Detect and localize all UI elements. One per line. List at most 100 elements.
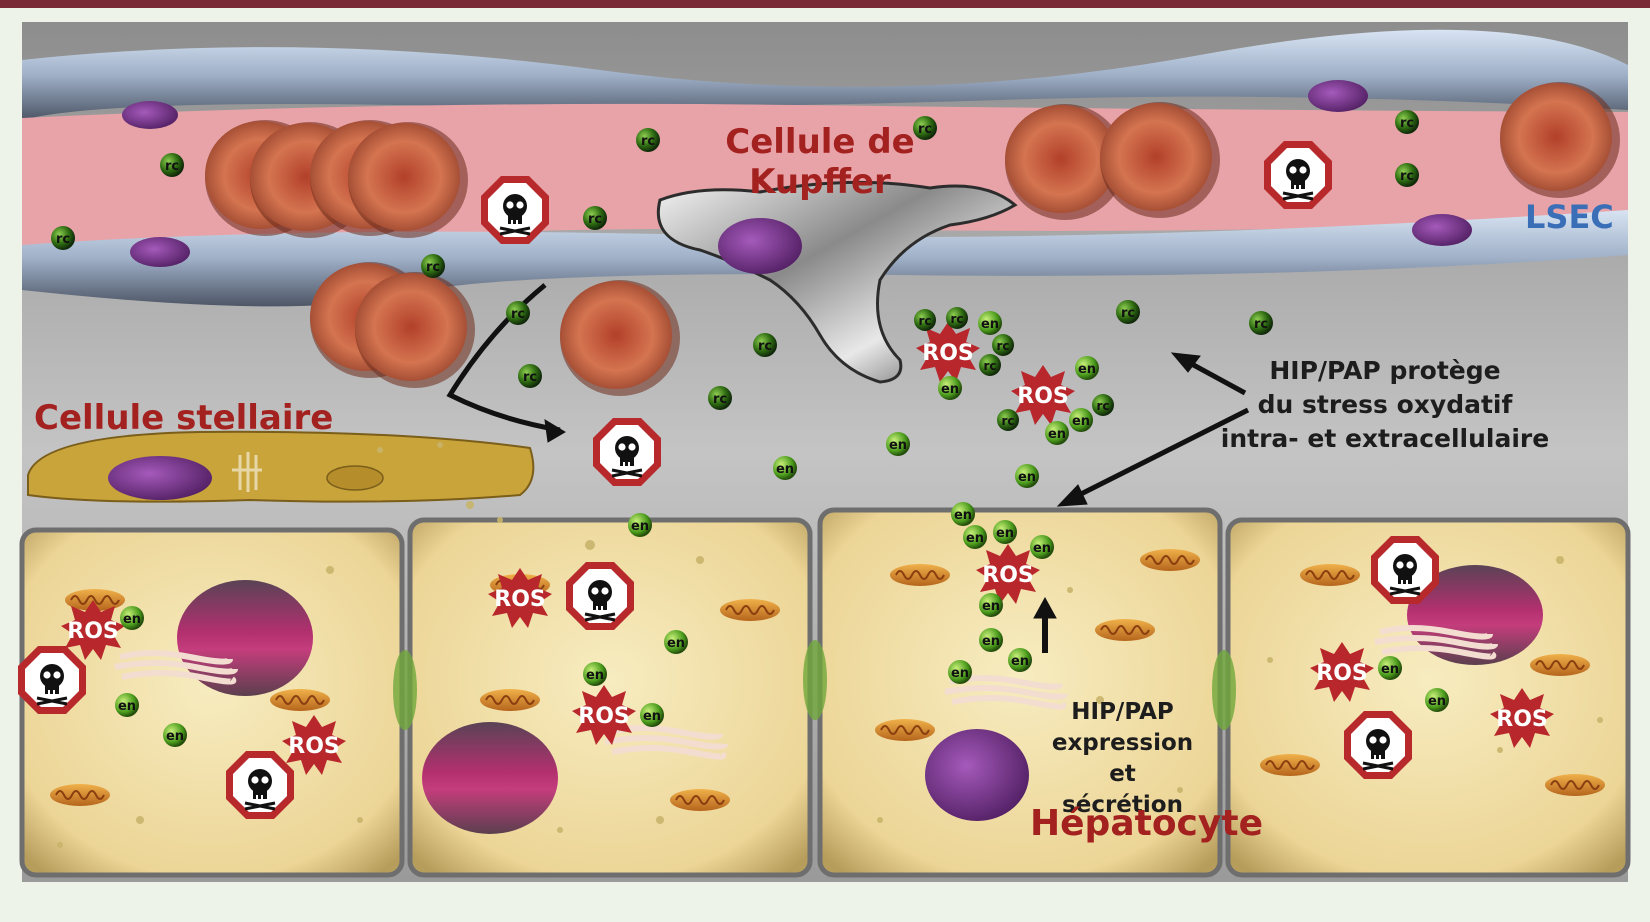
svg-text:en: en xyxy=(118,699,136,714)
en-bead: en xyxy=(978,311,1002,335)
en-bead: en xyxy=(886,432,910,456)
svg-text:rc: rc xyxy=(523,370,537,385)
svg-text:en: en xyxy=(643,709,661,724)
svg-text:ROS: ROS xyxy=(288,734,340,759)
lsec-nucleus xyxy=(1412,214,1472,246)
svg-text:rc: rc xyxy=(588,212,602,227)
ros-bursts: ROS ROS ROS ROS ROS ROS ROS ROS ROS xyxy=(61,322,1554,775)
hepatocyte-label: Hépatocyte xyxy=(1030,803,1263,844)
rc-bead: rc xyxy=(997,409,1019,431)
stellate-cell-label: Cellule stellaire xyxy=(34,398,334,438)
svg-text:en: en xyxy=(982,634,1000,649)
svg-text:en: en xyxy=(586,668,604,683)
svg-text:rc: rc xyxy=(918,122,932,137)
ros-burst: ROS xyxy=(916,322,980,382)
svg-text:en: en xyxy=(1078,362,1096,377)
rc-bead: rc xyxy=(518,364,542,388)
svg-text:en: en xyxy=(1048,427,1066,442)
lsec-label: LSEC xyxy=(1525,198,1614,236)
svg-text:en: en xyxy=(981,317,999,332)
svg-text:en: en xyxy=(982,599,1000,614)
svg-text:en: en xyxy=(954,508,972,523)
svg-text:rc: rc xyxy=(511,307,525,322)
svg-text:rc: rc xyxy=(758,339,772,354)
svg-text:rc: rc xyxy=(1400,116,1414,131)
en-bead: en xyxy=(1075,356,1099,380)
en-bead: en xyxy=(773,456,797,480)
rc-bead: rc xyxy=(708,386,732,410)
svg-text:en: en xyxy=(166,729,184,744)
svg-text:ROS: ROS xyxy=(922,341,974,366)
rc-bead: rc xyxy=(160,153,184,177)
kupffer-cell xyxy=(656,180,1018,384)
ros-burst: ROS xyxy=(1310,642,1374,702)
svg-text:rc: rc xyxy=(713,392,727,407)
rc-beads: rc rc rc rc rc rc rc rc rc rc rc rc rc r… xyxy=(51,110,1419,431)
en-bead: en xyxy=(948,660,972,684)
svg-text:rc: rc xyxy=(1254,317,1268,332)
en-bead: en xyxy=(951,502,975,526)
ros-burst: ROS xyxy=(1490,688,1554,748)
rc-bead: rc xyxy=(421,254,445,278)
ros-burst: ROS xyxy=(282,715,346,775)
bile-canaliculi xyxy=(393,640,1236,730)
en-bead: en xyxy=(640,703,664,727)
en-bead: en xyxy=(1008,648,1032,672)
rc-bead: rc xyxy=(636,128,660,152)
svg-text:en: en xyxy=(1428,694,1446,709)
rc-bead: rc xyxy=(506,301,530,325)
svg-text:rc: rc xyxy=(1001,414,1014,428)
rc-bead: rc xyxy=(979,354,1001,376)
en-bead: en xyxy=(979,628,1003,652)
rc-bead: rc xyxy=(1116,300,1140,324)
vesicles xyxy=(57,442,1603,848)
hip-pap-expression-label: HIP/PAP expression et sécrétion xyxy=(1051,699,1194,818)
en-bead: en xyxy=(120,606,144,630)
svg-text:ROS: ROS xyxy=(1316,661,1368,686)
stellate-cell xyxy=(27,430,535,503)
arrows xyxy=(446,283,1250,653)
ros-burst: ROS xyxy=(976,544,1040,604)
en-bead: en xyxy=(1069,408,1093,432)
rc-bead: rc xyxy=(1092,394,1114,416)
rc-bead: rc xyxy=(914,309,936,331)
svg-text:ROS: ROS xyxy=(982,563,1034,588)
en-bead: en xyxy=(628,513,652,537)
svg-text:rc: rc xyxy=(996,339,1009,353)
en-bead: en xyxy=(993,520,1017,544)
ros-burst: ROS xyxy=(488,568,552,628)
svg-text:en: en xyxy=(1018,470,1036,485)
rc-bead: rc xyxy=(913,116,937,140)
ros-burst: ROS xyxy=(572,685,636,745)
svg-text:ROS: ROS xyxy=(578,704,630,729)
en-bead: en xyxy=(938,376,962,400)
svg-text:en: en xyxy=(966,531,984,546)
svg-text:rc: rc xyxy=(56,232,70,247)
svg-text:en: en xyxy=(667,636,685,651)
en-bead: en xyxy=(163,723,187,747)
svg-text:ROS: ROS xyxy=(1017,384,1069,409)
svg-text:rc: rc xyxy=(641,134,655,149)
ros-burst: ROS xyxy=(61,600,125,660)
en-beads: en en en en en en en en en en en en en e… xyxy=(115,311,1449,747)
rc-bead: rc xyxy=(583,206,607,230)
kupffer-cell-label: Cellule de Kupffer xyxy=(725,122,915,202)
svg-text:en: en xyxy=(996,526,1014,541)
svg-text:en: en xyxy=(776,462,794,477)
svg-text:rc: rc xyxy=(426,260,440,275)
en-bead: en xyxy=(979,593,1003,617)
rc-bead: rc xyxy=(51,226,75,250)
ros-burst: ROS xyxy=(1011,365,1075,425)
en-bead: en xyxy=(963,525,987,549)
svg-text:en: en xyxy=(1033,541,1051,556)
svg-text:rc: rc xyxy=(950,312,963,326)
en-bead: en xyxy=(1045,421,1069,445)
en-bead: en xyxy=(1378,656,1402,680)
en-bead: en xyxy=(1015,464,1039,488)
rc-bead: rc xyxy=(1395,163,1419,187)
en-bead: en xyxy=(583,662,607,686)
lsec-nucleus xyxy=(130,237,190,267)
svg-text:rc: rc xyxy=(1121,306,1135,321)
svg-text:en: en xyxy=(889,438,907,453)
